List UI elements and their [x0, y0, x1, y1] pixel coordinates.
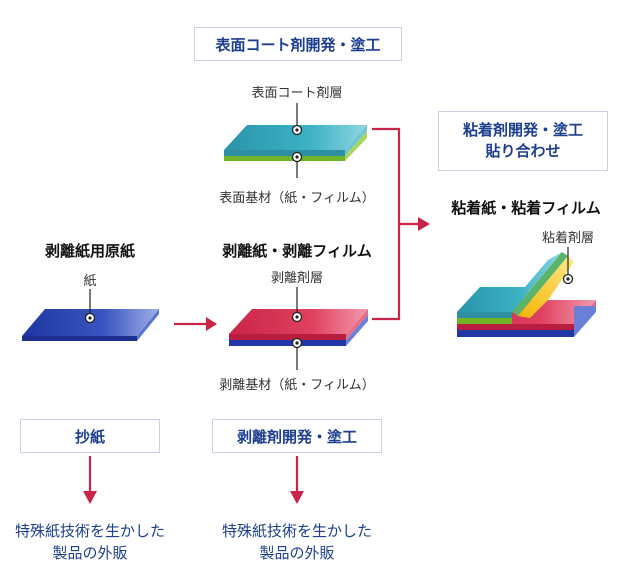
adhesive-dev-box: 粘着剤開発・塗工 貼り合わせ	[438, 111, 608, 171]
release-title: 剥離紙・剥離フィルム	[222, 242, 372, 260]
outcome-right-line1: 特殊紙技術を生かした	[221, 522, 372, 540]
release-base-label: 剥離基材（紙・フィルム）	[219, 378, 375, 393]
surface-coat-dev-box: 表面コート剤開発・塗工	[194, 27, 402, 61]
adhesive-dev-label-1: 粘着剤開発・塗工	[462, 121, 583, 139]
adhesive-laminate	[457, 252, 596, 337]
coat-layer-label: 表面コート剤層	[251, 86, 343, 101]
outcome-right-text: 特殊紙技術を生かした 製品の外販	[207, 520, 387, 564]
release-paper-title: 剥離紙用原紙	[44, 242, 135, 260]
outcome-left-text: 特殊紙技術を生かした 製品の外販	[0, 520, 180, 564]
papermaking-label: 抄紙	[74, 427, 105, 446]
surface-coat-dev-label: 表面コート剤開発・塗工	[215, 35, 381, 54]
adhesive-title: 粘着紙・粘着フィルム	[451, 199, 601, 217]
surface-coat-sheet	[224, 125, 367, 161]
adhesive-layer-label: 粘着剤層	[541, 231, 594, 246]
papermaking-box: 抄紙	[20, 419, 160, 453]
arrow-heads	[83, 217, 430, 504]
surface-base-label: 表面基材（紙・フィルム）	[219, 191, 375, 206]
release-dev-label: 剥離剤開発・塗工	[236, 427, 357, 446]
outcome-left-line1: 特殊紙技術を生かした	[14, 522, 165, 540]
paper-label: 紙	[83, 274, 97, 289]
pointer-dots	[88, 128, 570, 345]
outcome-left-line2: 製品の外販	[52, 544, 128, 562]
release-dev-box: 剥離剤開発・塗工	[212, 419, 382, 453]
outcome-right-line2: 製品の外販	[259, 544, 335, 562]
flow-arrows	[88, 127, 418, 492]
release-agent-label: 剥離剤層	[270, 271, 323, 286]
adhesive-dev-label-2: 貼り合わせ	[485, 142, 561, 160]
